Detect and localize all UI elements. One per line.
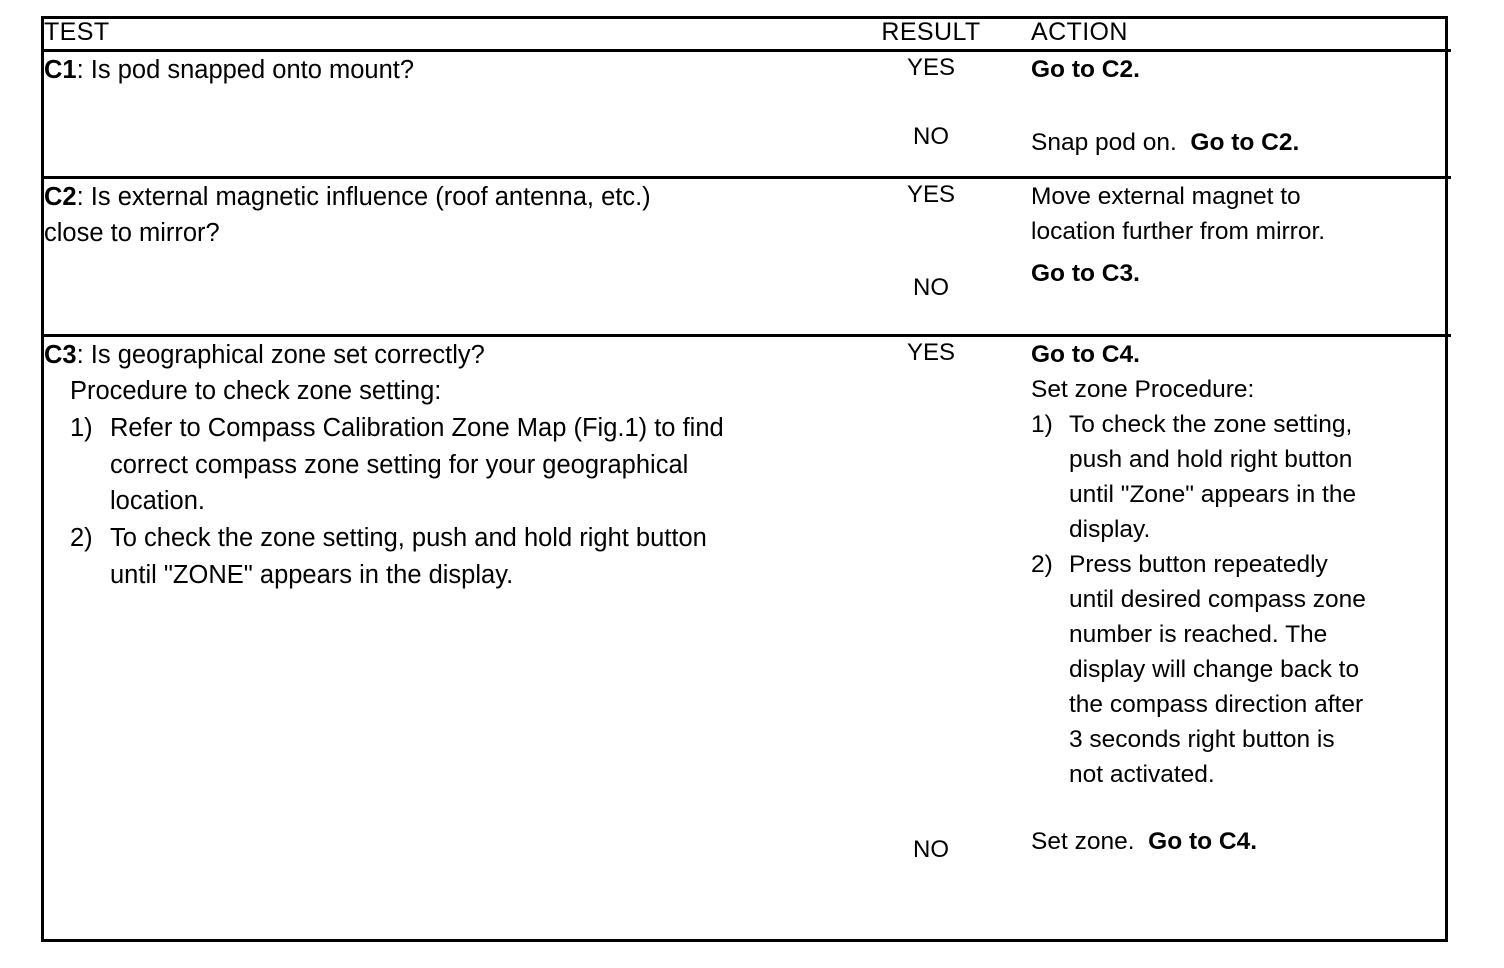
- result-gap-c2: [831, 210, 1031, 272]
- action-goto-c2-a: Go to C2.: [1031, 56, 1140, 84]
- troubleshooting-table-page: TEST RESULT ACTION C1: Is pod snapped on…: [41, 16, 1451, 942]
- test-code-c1: C1: [44, 56, 77, 85]
- result-yes-c3: YES: [906, 338, 956, 366]
- action-no-c3: Set zone. Go to C4.: [1031, 824, 1451, 859]
- action-step-2-line-2: until desired compass zone: [1069, 585, 1366, 613]
- action-goto-c2-b: Go to C2.: [1190, 129, 1300, 157]
- action-no-c1: Snap pod on. Go to C2.: [1031, 125, 1451, 160]
- action-step-1-body: To check the zone setting, push and hold…: [1069, 407, 1451, 547]
- test-question-text-c1: Is pod snapped onto mount?: [90, 56, 415, 85]
- cell-action-c1: Go to C2. Snap pod on. Go to C2.: [1031, 50, 1451, 179]
- test-code-c2: C2: [44, 182, 77, 211]
- test-step-1-c3: 1) Refer to Compass Calibration Zone Map…: [44, 410, 831, 520]
- action-step-1-line-4: display.: [1069, 515, 1151, 543]
- action-gap-c1: [1031, 87, 1451, 125]
- action-yes-c3: Go to C4. Set zone Procedure: 1) To chec…: [1031, 337, 1451, 792]
- cell-result-c2: YES NO: [831, 177, 1031, 337]
- action-step-1-line-3: until "Zone" appears in the: [1069, 480, 1357, 508]
- action-step-2-line-5: the compass direction after: [1069, 690, 1364, 718]
- test-separator-c2: :: [76, 182, 91, 211]
- test-procedure-heading-c3: Procedure to check zone setting:: [70, 377, 442, 406]
- troubleshooting-table: TEST RESULT ACTION C1: Is pod snapped on…: [44, 19, 1451, 939]
- test-step-1-line-3: location.: [110, 487, 205, 516]
- action-step-2-line-3: number is reached. The: [1069, 620, 1328, 648]
- test-question-c2-line2: close to mirror?: [44, 219, 220, 248]
- action-step-2-body: Press button repeatedly until desired co…: [1069, 547, 1451, 792]
- result-no-c2: NO: [913, 273, 949, 301]
- cell-test-c2: C2: Is external magnetic influence (roof…: [44, 177, 831, 337]
- action-gap-c2: [1031, 249, 1451, 256]
- test-question-c2-line1: C2: Is external magnetic influence (roof…: [44, 179, 831, 216]
- test-question-c1: C1: Is pod snapped onto mount?: [44, 52, 831, 89]
- column-header-result: RESULT: [831, 19, 1031, 53]
- test-step-1-number: 1): [70, 413, 93, 442]
- result-no-c3: NO: [913, 835, 949, 863]
- test-question-c3-text: Is geographical zone set correctly?: [90, 340, 485, 369]
- test-separator-c1: :: [76, 56, 91, 85]
- table-row-c2: C2: Is external magnetic influence (roof…: [44, 177, 1451, 337]
- cell-test-c1: C1: Is pod snapped onto mount?: [44, 50, 831, 179]
- action-step-1-line-2: push and hold right button: [1069, 445, 1353, 473]
- test-step-2-number: 2): [70, 524, 93, 553]
- action-step-2-number: 2): [1031, 550, 1053, 578]
- test-question-c2-text1: Is external magnetic influence (roof ant…: [90, 182, 651, 211]
- table-row-c1: C1: Is pod snapped onto mount? YES NO Go…: [44, 50, 1451, 179]
- result-gap-c1: [831, 83, 1031, 121]
- test-separator-c3: :: [76, 340, 91, 369]
- action-step-1-line-1: To check the zone setting,: [1069, 410, 1353, 438]
- action-yes-c2-line2: location further from mirror.: [1031, 217, 1326, 245]
- result-gap-c3: [831, 368, 1031, 834]
- test-question-c2: C2: Is external magnetic influence (roof…: [44, 179, 831, 252]
- action-step-2-line-7: not activated.: [1069, 760, 1215, 788]
- action-snap-pod-on: Snap pod on.: [1031, 129, 1177, 157]
- result-yes-c1: YES: [906, 54, 956, 82]
- column-header-action: ACTION: [1031, 19, 1451, 53]
- action-step-2-line-4: display will change back to: [1069, 655, 1360, 683]
- cell-filler-c2: [44, 252, 831, 314]
- result-no-c1: NO: [913, 123, 949, 151]
- test-step-1-line-2: correct compass zone setting for your ge…: [110, 450, 689, 479]
- action-set-zone-procedure-heading: Set zone Procedure:: [1031, 375, 1255, 403]
- test-code-c3: C3: [44, 340, 77, 369]
- test-step-1-body: Refer to Compass Calibration Zone Map (F…: [110, 410, 831, 520]
- cell-action-c2: Move external magnet to location further…: [1031, 177, 1451, 337]
- action-gap-c3: [1031, 792, 1451, 824]
- cell-test-c3: C3: Is geographical zone set correctly? …: [44, 335, 831, 939]
- test-question-c3-line1: C3: Is geographical zone set correctly?: [44, 337, 831, 374]
- table-header-row: TEST RESULT ACTION: [44, 19, 1451, 53]
- test-question-c3: C3: Is geographical zone set correctly? …: [44, 337, 831, 594]
- action-step-2-c3: 2) Press button repeatedly until desired…: [1031, 547, 1451, 792]
- cell-result-c3: YES NO: [831, 335, 1031, 939]
- action-goto-c4-final: Go to C4.: [1148, 827, 1258, 855]
- cell-filler-c1: [44, 89, 831, 151]
- result-yes-c2: YES: [906, 180, 956, 208]
- action-yes-c2: Move external magnet to location further…: [1031, 179, 1451, 249]
- test-step-1-line-1: Refer to Compass Calibration Zone Map (F…: [110, 413, 724, 442]
- action-no-c2: Go to C3.: [1031, 256, 1451, 291]
- action-yes-c1: Go to C2.: [1031, 52, 1451, 87]
- action-goto-c4-heading: Go to C4.: [1031, 340, 1140, 368]
- column-header-test: TEST: [44, 19, 831, 53]
- test-step-2-line-1: To check the zone setting, push and hold…: [110, 524, 707, 553]
- table-row-c3: C3: Is geographical zone set correctly? …: [44, 335, 1451, 939]
- action-step-2-line-6: 3 seconds right button is: [1069, 725, 1335, 753]
- action-step-1-number: 1): [1031, 410, 1053, 438]
- cell-result-c1: YES NO: [831, 50, 1031, 179]
- action-step-1-c3: 1) To check the zone setting, push and h…: [1031, 407, 1451, 547]
- test-step-2-line-2: until "ZONE" appears in the display.: [110, 560, 514, 589]
- test-step-2-c3: 2) To check the zone setting, push and h…: [44, 520, 831, 593]
- action-set-zone: Set zone.: [1031, 827, 1135, 855]
- action-yes-c2-line1: Move external magnet to: [1031, 182, 1301, 210]
- test-step-2-body: To check the zone setting, push and hold…: [110, 520, 831, 593]
- action-step-2-line-1: Press button repeatedly: [1069, 550, 1328, 578]
- action-goto-c3: Go to C3.: [1031, 259, 1140, 287]
- cell-action-c3: Go to C4. Set zone Procedure: 1) To chec…: [1031, 335, 1451, 939]
